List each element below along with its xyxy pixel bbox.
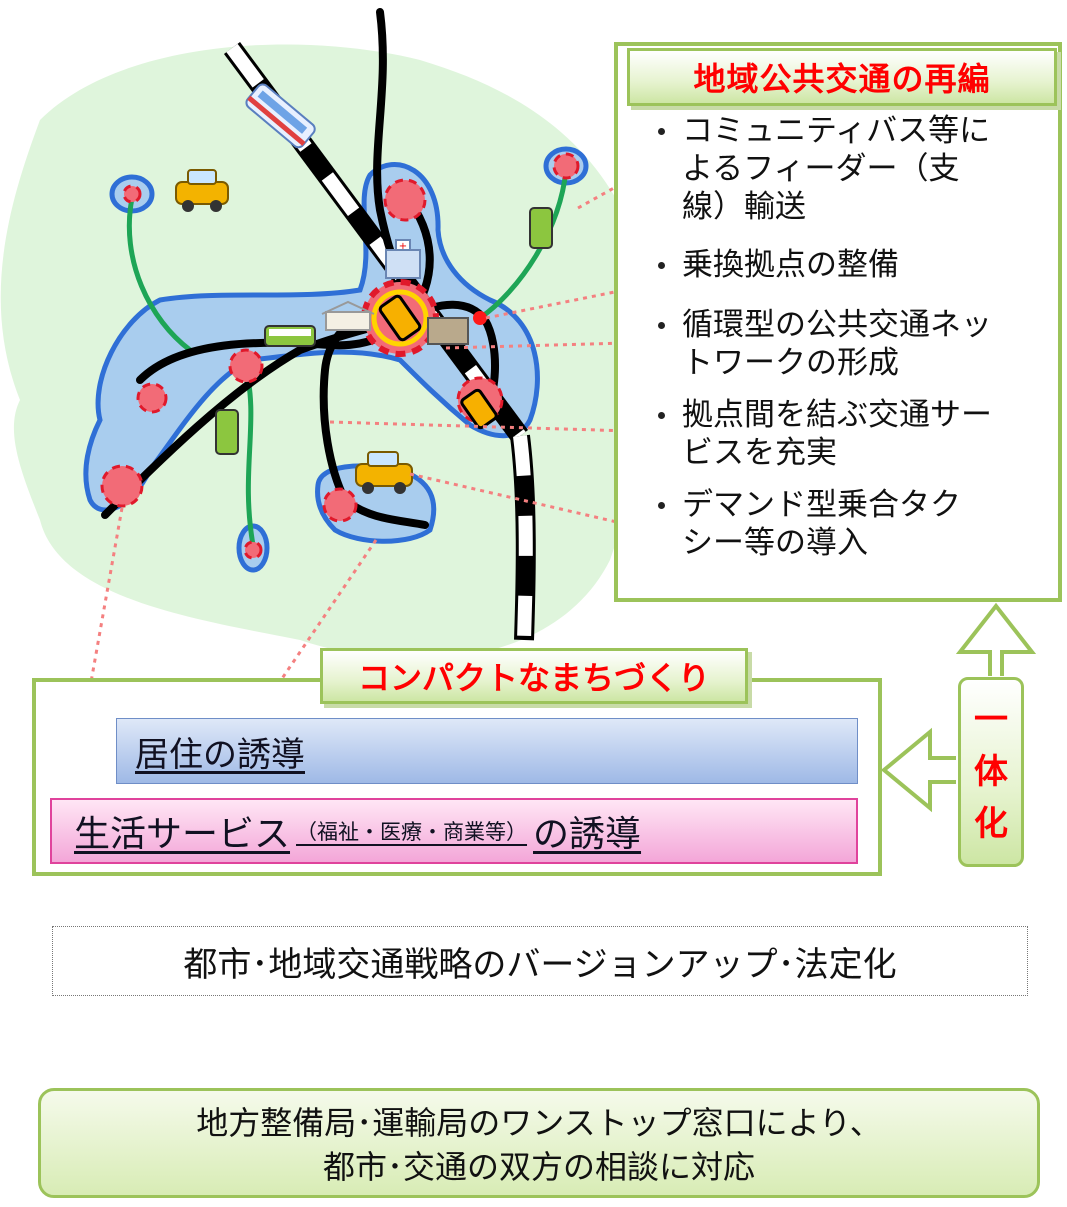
services-paren: （福祉・医療・商業等）: [296, 820, 528, 844]
taxi-marker: [378, 294, 422, 342]
item-line: コミュニティバス等に: [682, 113, 991, 149]
arrow-up: [955, 602, 1037, 676]
regional-transit-title: 地域公共交通の再編: [627, 48, 1057, 106]
regional-transit-panel: [614, 42, 1062, 602]
integration-box: 一 体 化: [958, 677, 1024, 867]
bus-icon: [264, 325, 316, 347]
taxi-icon: [355, 451, 413, 494]
residence-label: 居住の誘導: [135, 734, 305, 775]
services-guidance: 生活サービス（福祉・医療・商業等）の誘導: [50, 798, 858, 864]
item-line: ビスを充実: [682, 435, 837, 471]
arrow-left: [880, 727, 956, 813]
facility-icon: [427, 317, 469, 345]
shop-icon: [321, 300, 375, 331]
bus-icon: [529, 207, 553, 249]
integration-char: 体: [974, 752, 1008, 792]
list-item: デマンド型乗合タク シー等の導入: [652, 486, 1052, 562]
bus-icon: [215, 409, 239, 455]
one-stop-box: 地方整備局･運輸局のワンストップ窓口により、 都市･交通の双方の相談に対応: [38, 1088, 1040, 1198]
transfer-point: [473, 311, 487, 325]
train-icon: [245, 83, 316, 149]
item-line: トワークの形成: [682, 345, 899, 381]
item-line: 拠点間を結ぶ交通サー: [682, 397, 992, 433]
list-item: 循環型の公共交通ネッ トワークの形成: [652, 306, 1052, 382]
item-line: デマンド型乗合タク: [682, 487, 961, 523]
one-stop-line: 都市･交通の双方の相談に対応: [322, 1148, 755, 1186]
item-line: シー等の導入: [682, 525, 868, 561]
taxi-icon: [175, 169, 229, 212]
item-line: 循環型の公共交通ネッ: [682, 307, 992, 343]
residence-guidance: 居住の誘導: [116, 718, 858, 784]
list-item: 乗換拠点の整備: [652, 246, 1052, 284]
bullet-icon: [658, 322, 665, 329]
strategy-box: 都市･地域交通戦略のバージョンアップ･法定化: [52, 926, 1028, 996]
list-item: 拠点間を結ぶ交通サー ビスを充実: [652, 396, 1052, 472]
hospital-icon: +: [385, 239, 421, 279]
one-stop-line: 地方整備局･運輸局のワンストップ窓口により、: [196, 1104, 882, 1142]
transfer-hub-ring: [371, 289, 429, 347]
services-tail: の誘導: [533, 814, 642, 855]
item-line: 線）輸送: [682, 189, 806, 225]
list-item: コミュニティバス等に よるフィーダー（支 線）輸送: [652, 112, 1052, 226]
integration-char: 化: [974, 804, 1008, 844]
bullet-icon: [658, 412, 665, 419]
bullet-icon: [658, 128, 665, 135]
taxi-marker: [460, 388, 498, 430]
item-line: 乗換拠点の整備: [682, 247, 899, 283]
svg-text:+: +: [399, 241, 407, 252]
bullet-icon: [658, 502, 665, 509]
bullet-icon: [658, 262, 665, 269]
regional-transit-items: コミュニティバス等に よるフィーダー（支 線）輸送 乗換拠点の整備 循環型の公共…: [652, 112, 1052, 575]
item-line: よるフィーダー（支: [682, 151, 960, 187]
services-main: 生活サービス: [74, 814, 291, 855]
integration-char: 一: [974, 700, 1008, 740]
compact-city-title: コンパクトなまちづくり: [320, 648, 748, 704]
